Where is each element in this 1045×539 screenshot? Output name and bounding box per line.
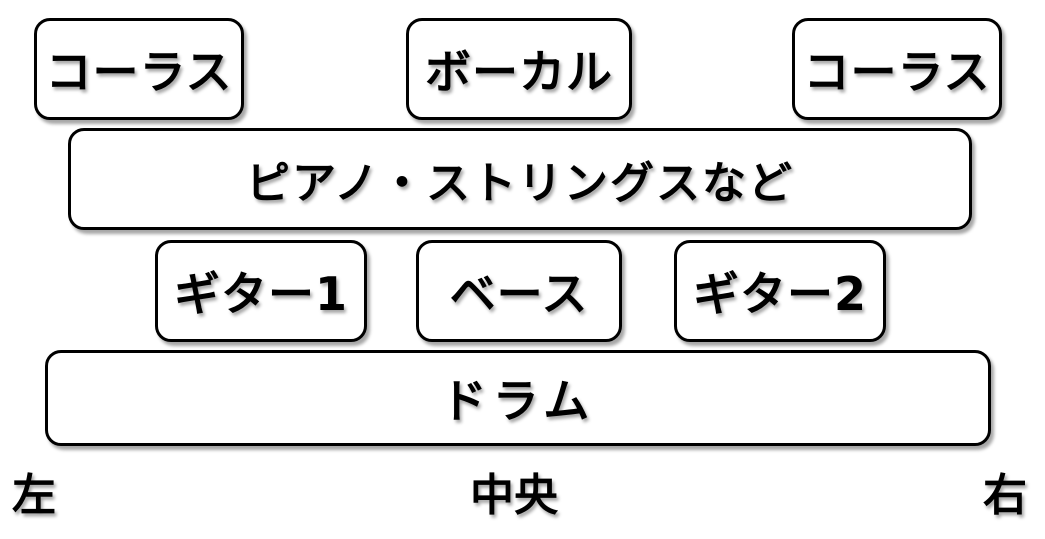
bass-box: ベース	[416, 240, 622, 342]
drums-box: ドラム	[45, 350, 991, 446]
axis-label-left: 左	[12, 470, 56, 521]
vocal-box: ボーカル	[406, 18, 632, 120]
guitar1-box: ギター1	[155, 240, 367, 342]
axis-label-right: 右	[983, 470, 1027, 521]
piano-strings-box: ピアノ・ストリングスなど	[68, 128, 972, 230]
axis-label-center: 中央	[470, 470, 558, 521]
chorus-right-box: コーラス	[792, 18, 1002, 120]
guitar2-box: ギター2	[674, 240, 886, 342]
chorus-left-box: コーラス	[34, 18, 244, 120]
